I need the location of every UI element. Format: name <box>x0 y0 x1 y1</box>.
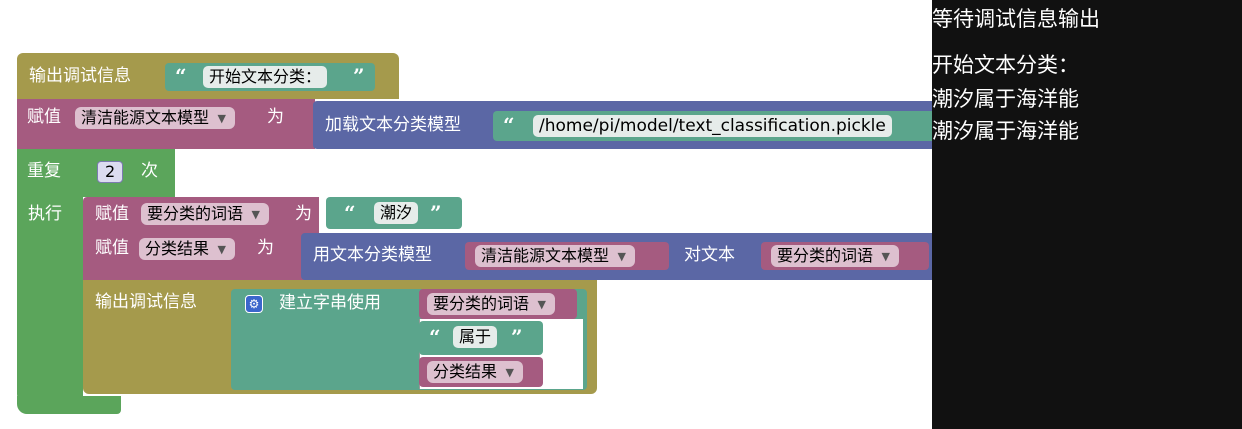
variable-dropdown[interactable]: 要分类的词语 ▼ <box>427 293 556 315</box>
repeat-times-label: 次 <box>141 161 158 181</box>
repeat-loop-spine <box>17 197 83 402</box>
gear-icon[interactable]: ⚙ <box>245 295 263 313</box>
repeat-do-label: 执行 <box>28 204 62 224</box>
assign-to-label: 为 <box>267 107 284 127</box>
quote-open-icon: “ <box>429 325 441 349</box>
debug-output-block[interactable]: 输出调试信息 “ 开始文本分类： ” <box>17 53 399 99</box>
console-line: 开始文本分类： <box>932 53 1079 77</box>
variable-name: 清洁能源文本模型 <box>481 246 610 265</box>
on-text-label: 对文本 <box>684 245 735 265</box>
dropdown-arrow-icon: ▼ <box>217 112 227 125</box>
variable-name: 要分类的词语 <box>777 246 874 265</box>
model-path-value[interactable]: /home/pi/model/text_classification.pickl… <box>533 115 892 137</box>
model-path-text-block[interactable]: “ /home/pi/model/text_classification.pic… <box>493 111 932 141</box>
variable-name: 分类结果 <box>433 362 498 381</box>
dropdown-arrow-icon: ▼ <box>505 366 515 379</box>
assign-label: 赋值 <box>95 204 129 224</box>
text-variable-block[interactable]: 要分类的词语 ▼ <box>761 242 929 270</box>
text-literal-block[interactable]: “ 潮汐 ” <box>326 197 462 229</box>
assign-label: 赋值 <box>27 107 61 127</box>
dropdown-arrow-icon: ▼ <box>251 208 261 221</box>
assign-block[interactable]: 赋值 清洁能源文本模型 ▼ 为 <box>17 99 315 149</box>
join-item-variable[interactable]: 要分类的词语 ▼ <box>419 289 577 319</box>
variable-dropdown[interactable]: 清洁能源文本模型 ▼ <box>75 107 236 129</box>
debug-console: 等待调试信息输出 开始文本分类： 潮汐属于海洋能 潮汐属于海洋能 <box>932 0 1242 429</box>
dropdown-arrow-icon: ▼ <box>537 298 547 311</box>
console-line: 潮汐属于海洋能 <box>932 87 1079 111</box>
quote-close-icon: ” <box>430 201 442 225</box>
text-literal-value[interactable]: 属于 <box>453 326 498 348</box>
assign-block[interactable]: 赋值 要分类的词语 ▼ 为 <box>83 197 319 233</box>
console-line: 潮汐属于海洋能 <box>932 119 1079 143</box>
load-model-block[interactable]: 加载文本分类模型 “ /home/pi/model/text_classific… <box>313 101 932 149</box>
variable-dropdown[interactable]: 要分类的词语 ▼ <box>141 203 270 225</box>
variable-name: 分类结果 <box>145 239 210 258</box>
variable-name: 要分类的词语 <box>147 204 244 223</box>
variable-dropdown[interactable]: 分类结果 ▼ <box>427 361 524 383</box>
repeat-loop-block[interactable]: 重复 2 次 <box>17 149 175 197</box>
variable-dropdown[interactable]: 要分类的词语 ▼ <box>771 245 900 267</box>
dropdown-arrow-icon: ▼ <box>881 250 891 263</box>
quote-close-icon: ” <box>511 325 523 349</box>
variable-dropdown[interactable]: 清洁能源文本模型 ▼ <box>475 245 636 267</box>
assign-block[interactable]: 赋值 分类结果 ▼ 为 <box>83 233 305 280</box>
join-label: 建立字串使用 <box>279 293 381 313</box>
text-literal-value[interactable]: 潮汐 <box>374 202 419 224</box>
repeat-count-input[interactable]: 2 <box>97 161 124 183</box>
quote-open-icon: “ <box>344 201 356 225</box>
join-item-variable-overlay[interactable]: 分类结果 ▼ <box>419 357 543 387</box>
assign-to-label: 为 <box>257 238 274 258</box>
quote-open-icon: “ <box>175 64 187 88</box>
variable-dropdown[interactable]: 分类结果 ▼ <box>139 238 236 260</box>
debug-output-label: 输出调试信息 <box>29 66 131 86</box>
debug-output-label: 输出调试信息 <box>95 292 197 312</box>
repeat-loop-foot <box>17 396 121 414</box>
variable-name: 清洁能源文本模型 <box>81 108 210 127</box>
load-model-label: 加载文本分类模型 <box>325 115 461 135</box>
repeat-label: 重复 <box>27 161 61 181</box>
model-variable-block[interactable]: 清洁能源文本模型 ▼ <box>465 242 669 270</box>
quote-close-icon: ” <box>353 64 365 88</box>
quote-open-icon: “ <box>503 113 515 137</box>
assign-to-label: 为 <box>295 204 312 224</box>
variable-name: 要分类的词语 <box>433 294 530 313</box>
dropdown-arrow-icon: ▼ <box>217 243 227 256</box>
text-literal-value[interactable]: 开始文本分类： <box>203 66 328 88</box>
join-item-text-overlay[interactable]: “ 属于 ” <box>419 321 543 355</box>
dropdown-arrow-icon: ▼ <box>617 250 627 263</box>
console-line: 等待调试信息输出 <box>932 7 1100 31</box>
blockly-workspace[interactable]: 输出调试信息 “ 开始文本分类： ” 赋值 清洁能源文本模型 ▼ 为 加载文本分… <box>0 0 932 429</box>
assign-label: 赋值 <box>95 238 129 258</box>
classify-label: 用文本分类模型 <box>313 245 432 265</box>
classify-text-block[interactable]: 用文本分类模型 清洁能源文本模型 ▼ 对文本 要分类的词语 ▼ <box>301 233 932 280</box>
text-literal-block[interactable]: “ 开始文本分类： ” <box>165 63 375 91</box>
